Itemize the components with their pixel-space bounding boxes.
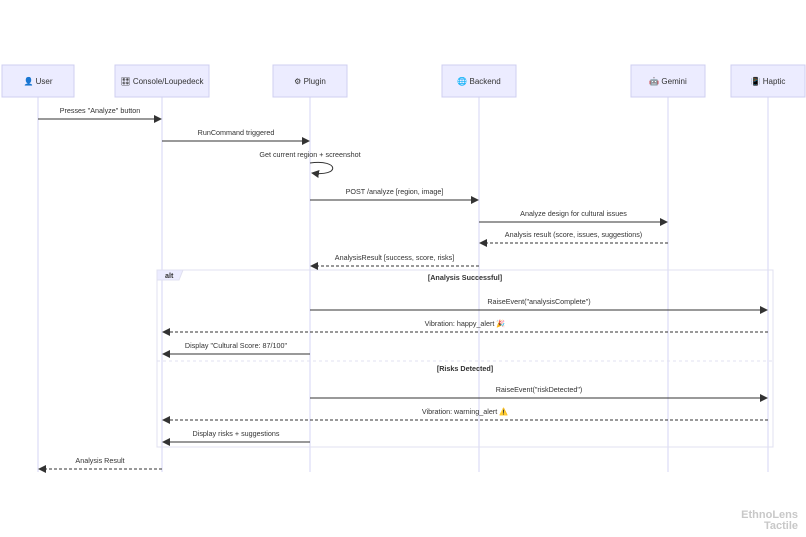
actor-label-gemini: 🤖 Gemini: [649, 76, 687, 86]
message-label: POST /analyze [region, image]: [346, 187, 444, 196]
message-m4: POST /analyze [region, image]: [310, 187, 479, 204]
message-label: Analysis result (score, issues, suggesti…: [505, 230, 642, 239]
actor-console: 🎛 Console/Loupedeck: [114, 64, 210, 98]
message-m14: Analysis Result: [38, 456, 162, 473]
message-m13: Display risks + suggestions: [162, 429, 310, 446]
message-line: [309, 161, 334, 178]
actor-box-plugin: [272, 64, 348, 98]
actor-box-console: [114, 64, 210, 98]
actor-haptic: 📳 Haptic: [730, 64, 806, 98]
actor-label-console: 🎛 Console/Loupedeck: [120, 77, 204, 86]
message-m3: Get current region + screenshot: [259, 150, 361, 178]
actor-label-user: 👤 User: [23, 76, 52, 86]
alt-label-tab: [156, 269, 184, 281]
message-m9: Vibration: happy_alert 🎉: [162, 319, 768, 336]
message-label: Vibration: warning_alert ⚠️: [422, 407, 508, 416]
message-m1: Presses "Analyze" button: [38, 106, 162, 123]
message-label: AnalysisResult [success, score, risks]: [335, 253, 454, 262]
watermark-line-2: Tactile: [763, 520, 798, 532]
message-label: Presses "Analyze" button: [60, 106, 141, 115]
message-label: RunCommand triggered: [198, 128, 275, 137]
message-label: RaiseEvent("analysisComplete"): [487, 297, 590, 306]
message-m2: RunCommand triggered: [162, 128, 310, 145]
message-m10: Display "Cultural Score: 87/100": [162, 341, 310, 358]
actor-box-gemini: [630, 64, 706, 98]
actor-plugin: ⚙ Plugin: [272, 64, 348, 98]
alt-frame: [156, 269, 774, 448]
actor-label-backend: 🌐 Backend: [457, 76, 500, 86]
actor-backend: 🌐 Backend: [441, 64, 517, 98]
actor-gemini: 🤖 Gemini: [630, 64, 706, 98]
message-m7: AnalysisResult [success, score, risks]: [310, 253, 479, 270]
watermark-logo: EthnoLens Tactile: [741, 510, 798, 532]
message-label: Display risks + suggestions: [193, 429, 280, 438]
actor-label-haptic: 📳 Haptic: [751, 76, 786, 86]
message-label: Get current region + screenshot: [259, 150, 360, 159]
actor-user: 👤 User: [1, 64, 75, 98]
message-label: Analysis Result: [75, 456, 124, 465]
message-m12: Vibration: warning_alert ⚠️: [162, 407, 768, 424]
message-label: Analyze design for cultural issues: [520, 209, 627, 218]
actor-box-haptic: [730, 64, 806, 98]
alt-block: alt [Analysis Successful] [Risks Detected]: [156, 269, 774, 448]
watermark-line-1: EthnoLens: [741, 509, 798, 521]
message-label: Display "Cultural Score: 87/100": [185, 341, 288, 350]
message-label: RaiseEvent("riskDetected"): [496, 385, 583, 394]
message-m8: RaiseEvent("analysisComplete"): [310, 297, 768, 314]
alt-section-label: [Analysis Successful]: [428, 273, 502, 282]
message-m11: RaiseEvent("riskDetected"): [310, 385, 768, 402]
alt-label: alt: [165, 271, 174, 280]
actor-box-user: [1, 64, 75, 98]
alt-section-label: [Risks Detected]: [437, 364, 493, 373]
message-m5: Analyze design for cultural issues: [479, 209, 668, 226]
message-m6: Analysis result (score, issues, suggesti…: [479, 230, 668, 247]
actor-label-plugin: ⚙ Plugin: [294, 77, 326, 86]
message-label: Vibration: happy_alert 🎉: [425, 319, 506, 328]
actor-box-backend: [441, 64, 517, 98]
